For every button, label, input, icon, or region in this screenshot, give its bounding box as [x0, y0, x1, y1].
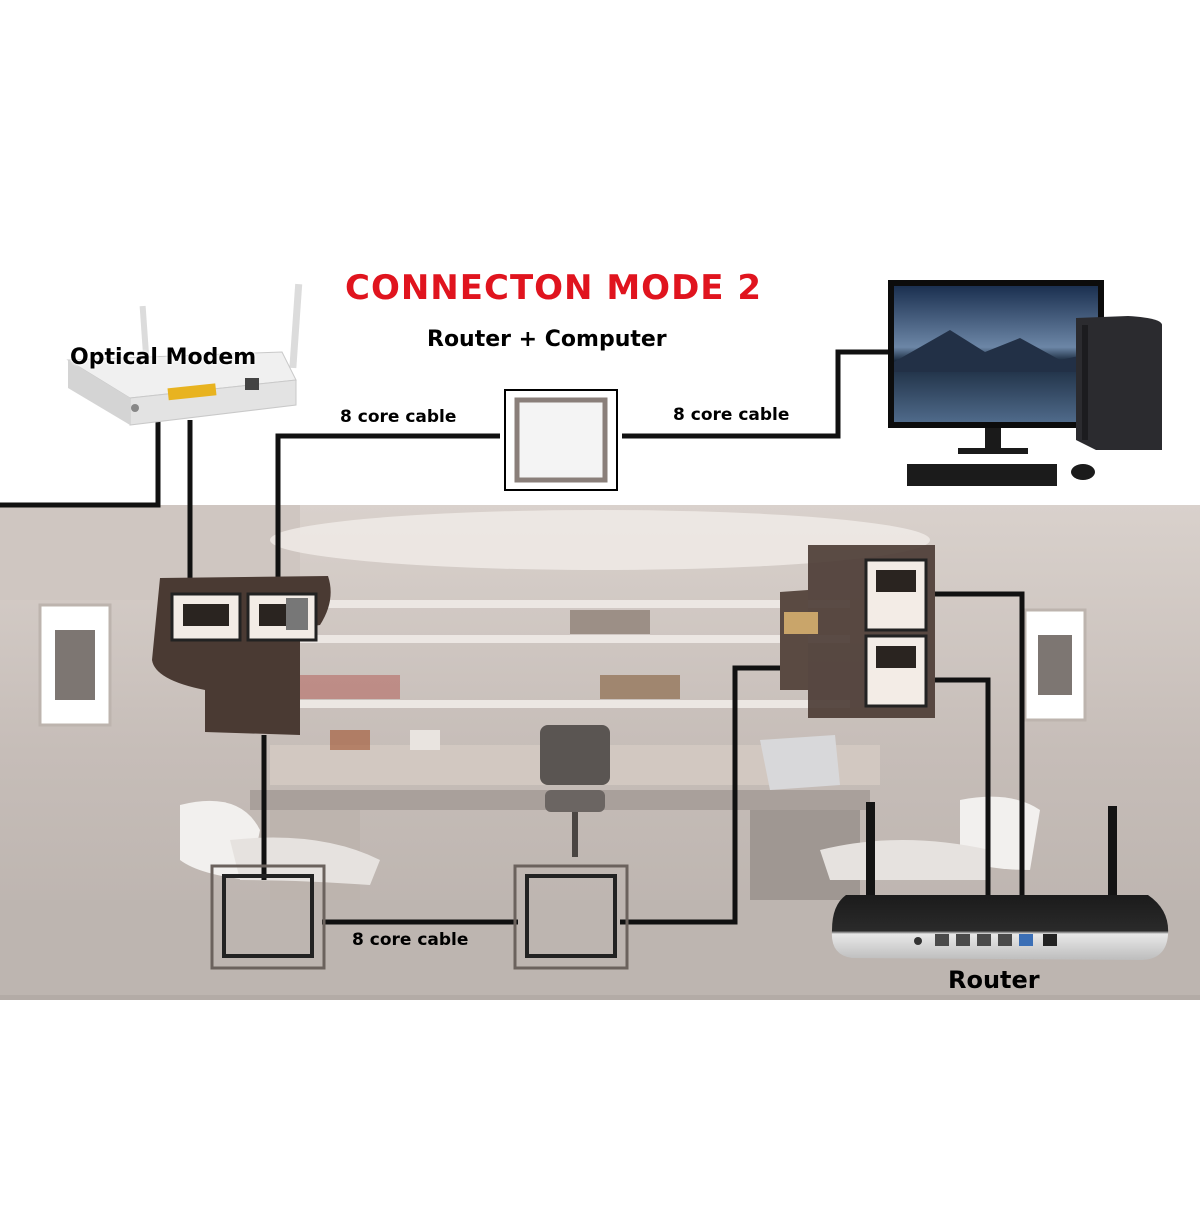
- optical-modem-label: Optical Modem: [70, 345, 256, 370]
- wall-socket-icon: [505, 390, 617, 490]
- cable-label: 8 core cable: [673, 405, 789, 425]
- cable-label: 8 core cable: [352, 930, 468, 950]
- cable-label: 8 core cable: [340, 407, 456, 427]
- router-label: Router: [948, 966, 1040, 994]
- diagram-title: CONNECTON MODE 2: [345, 268, 762, 308]
- cable-fiber-in: [0, 418, 158, 505]
- diagram-subtitle: Router + Computer: [427, 327, 667, 352]
- desktop-computer-icon: [888, 280, 1162, 486]
